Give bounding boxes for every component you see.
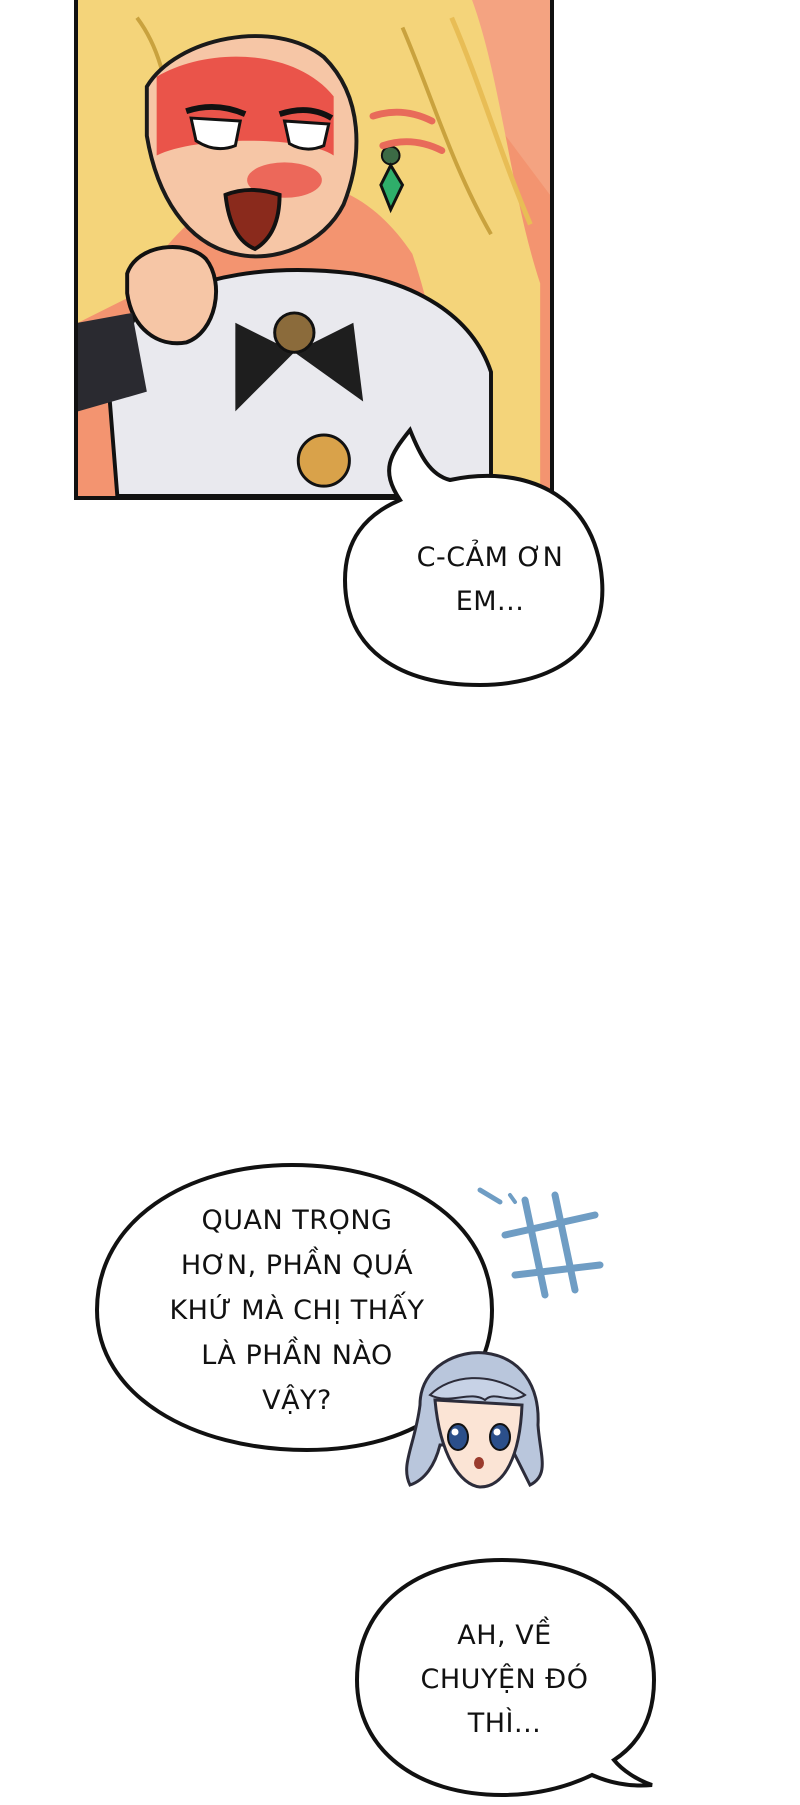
speech-line: HƠN, PHẦN QUÁ — [180, 1249, 414, 1281]
speech-line: THÌ... — [467, 1708, 542, 1739]
speech-bubble-shape — [354, 1557, 657, 1798]
speech-line: AH, VỀ — [457, 1620, 552, 1651]
speech-bubble-question: QUAN TRỌNG HƠN, PHẦN QUÁ KHỨ MÀ CHỊ THẤY… — [92, 1160, 502, 1460]
speech-bubble-reply: AH, VỀ CHUYỆN ĐÓ THÌ... — [352, 1555, 682, 1805]
chibi-character-head — [405, 1351, 544, 1489]
speech-line: QUAN TRỌNG — [201, 1204, 393, 1236]
speech-text-question: QUAN TRỌNG HƠN, PHẦN QUÁ KHỨ MÀ CHỊ THẤY… — [92, 1160, 502, 1460]
speech-text-reply: AH, VỀ CHUYỆN ĐÓ THÌ... — [352, 1555, 657, 1805]
speech-line: LÀ PHẦN NÀO — [201, 1339, 393, 1371]
speech-bubble-shape — [94, 1162, 495, 1453]
comic-panel-top — [74, 0, 554, 500]
speech-bubble-thanks: C-CẢM ƠN EM... — [340, 426, 640, 730]
speech-line: VẬY? — [262, 1384, 332, 1416]
speech-line: CHUYỆN ĐÓ — [420, 1664, 589, 1695]
speech-line: EM... — [455, 586, 525, 617]
speech-line: C-CẢM ƠN — [416, 542, 564, 573]
speech-line: KHỨ MÀ CHỊ THẤY — [169, 1294, 425, 1326]
speech-bubble-shape — [342, 426, 605, 688]
speech-text-thanks: C-CẢM ƠN EM... — [340, 475, 640, 685]
surprise-sfx-marks — [477, 1187, 604, 1299]
blonde-character-illustration — [78, 0, 550, 496]
